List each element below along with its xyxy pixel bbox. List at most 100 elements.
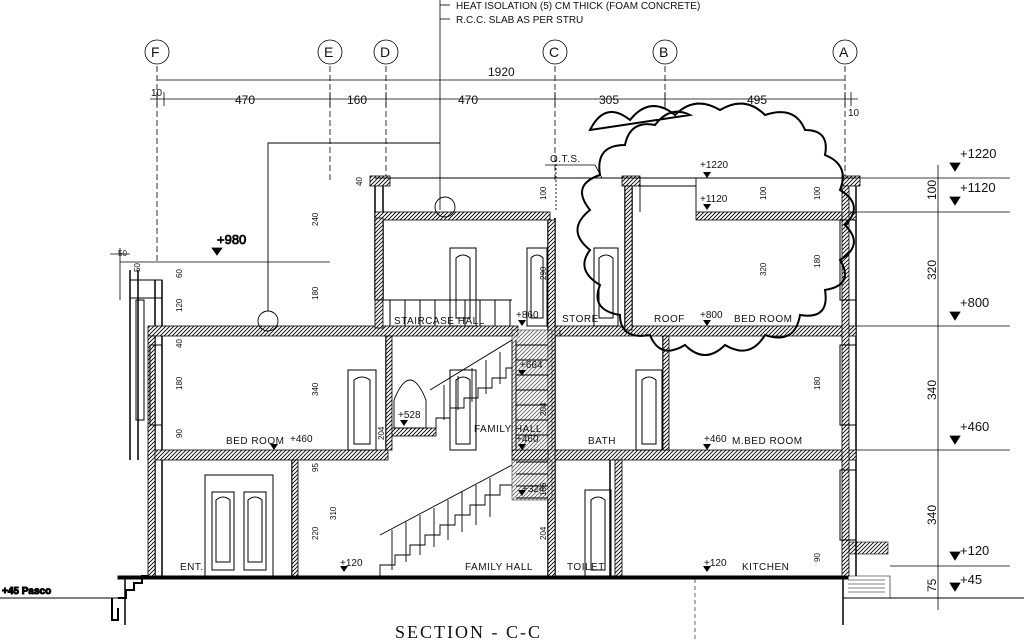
idim-90: 90 <box>813 553 822 562</box>
stair-lower <box>379 464 513 576</box>
right-level-markers <box>856 162 1010 610</box>
ldim-7: 90 <box>175 429 184 438</box>
idim-136: 136 <box>539 482 548 496</box>
rdim-75: 75 <box>925 578 939 592</box>
grid-labels: F E D C B A <box>151 44 849 60</box>
ducts <box>257 142 697 336</box>
idim-100a: 100 <box>539 186 548 200</box>
ldim-5: 40 <box>175 339 184 348</box>
grid-label-f: F <box>151 44 160 60</box>
idim-310: 310 <box>329 506 338 520</box>
level-120: +120 <box>960 543 989 558</box>
slabs <box>147 175 861 577</box>
ground-level-label: +45 Pasco <box>2 586 51 597</box>
note-line-1: HEAT ISOLATION (5) CM THICK (FOAM CONCRE… <box>456 1 700 12</box>
top-dimension-lines <box>150 79 858 106</box>
dim-seg-2: 470 <box>235 93 255 107</box>
idim-180b: 180 <box>813 254 822 268</box>
note-line-2: R.C.C. SLAB AS PER STRU <box>456 15 583 26</box>
ilvl-860: +860 <box>516 310 539 321</box>
idim-320: 320 <box>759 262 768 276</box>
ilvl-120b: +120 <box>704 558 727 569</box>
ilvl-120a: +120 <box>340 558 363 569</box>
grid-label-c: C <box>549 44 559 60</box>
rdim-340b: 340 <box>925 505 939 525</box>
ilvl-460a: +460 <box>290 434 313 445</box>
room-roof: ROOF <box>654 314 685 325</box>
idim-40: 40 <box>355 177 364 186</box>
idim-204b: 204 <box>539 526 548 540</box>
rdim-340a: 340 <box>925 380 939 400</box>
ldim-6: 180 <box>175 376 184 390</box>
ilvl-1120: +1120 <box>700 194 728 205</box>
idim-100c: 100 <box>813 186 822 200</box>
room-kitchen: KITCHEN <box>742 562 789 573</box>
grid-label-b: B <box>659 44 668 60</box>
ilvl-528: +528 <box>398 410 421 421</box>
grid-label-e: E <box>324 44 333 60</box>
ilvl-460b: +460 <box>516 434 539 445</box>
idim-180c: 180 <box>813 376 822 390</box>
dim-seg-5: 305 <box>599 93 619 107</box>
ldim-2: 50 <box>133 263 142 272</box>
right-level-text: +1220 +1120 +800 +460 +120 +45 <box>960 146 997 587</box>
section-title: SECTION - C-C <box>395 622 542 641</box>
room-ots: O.T.S. <box>550 154 581 165</box>
ldim-4: 120 <box>175 298 184 312</box>
level-45: +45 <box>960 572 982 587</box>
rdim-100: 100 <box>925 180 939 200</box>
level-800: +800 <box>960 295 989 310</box>
doors-windows <box>149 219 857 577</box>
room-family-hall-mid: FAMILY HALL <box>474 424 542 435</box>
dim-seg-4: 470 <box>458 93 478 107</box>
ldim-1: 50 <box>118 249 127 258</box>
idim-340: 340 <box>311 382 320 396</box>
ilvl-460c: +460 <box>704 434 727 445</box>
dim-seg-1: 10 <box>151 88 163 99</box>
idim-204a: 204 <box>539 402 548 416</box>
dim-seg-3: 160 <box>347 93 367 107</box>
room-toilet: TOILET <box>567 562 605 573</box>
room-labels: O.T.S. STAIRCASE HALL STORE ROOF BED ROO… <box>180 154 803 573</box>
level-1220: +1220 <box>960 146 997 161</box>
idim-204c: 204 <box>377 426 386 440</box>
room-ent: ENT. <box>180 562 204 573</box>
room-family-hall-ground: FAMILY HALL <box>465 562 533 573</box>
room-bed-upper: BED ROOM <box>734 314 792 325</box>
idim-240: 240 <box>311 212 320 226</box>
inner-dims: 240 180 340 310 220 95 100 100 100 320 1… <box>311 177 822 562</box>
dim-seg-6: 495 <box>747 93 767 107</box>
overall-dimension: 1920 <box>488 65 515 79</box>
idim-100b: 100 <box>759 186 768 200</box>
idim-290: 290 <box>539 266 548 280</box>
idim-180: 180 <box>311 286 320 300</box>
ilvl-800: +800 <box>700 310 723 321</box>
rdim-320: 320 <box>925 260 939 280</box>
room-bath: BATH <box>588 436 616 447</box>
ldim-3: 60 <box>175 269 184 278</box>
room-staircase-hall: STAIRCASE HALL <box>394 316 485 327</box>
ilvl-664: +664 <box>520 360 543 371</box>
idim-95: 95 <box>311 463 320 472</box>
grid-label-a: A <box>839 44 849 60</box>
top-dimension-text: 1920 10 470 160 470 305 495 10 <box>151 65 860 119</box>
room-store: STORE <box>562 314 599 325</box>
right-dimension-text: 100 320 340 340 75 <box>925 180 939 592</box>
grid-label-d: D <box>380 44 390 60</box>
ilvl-1220: +1220 <box>700 160 729 171</box>
revision-cloud <box>576 102 855 356</box>
left-level-marker: +980 <box>110 232 330 300</box>
stair-middle <box>393 339 548 499</box>
idim-220: 220 <box>311 526 320 540</box>
level-1120: +1120 <box>960 180 996 195</box>
left-level-text: +980 <box>217 232 246 247</box>
grid-axes <box>144 39 858 262</box>
inner-level-markers: +1220 +1120 +860 +800 +664 +528 +460 +46… <box>270 160 729 572</box>
room-bed-left: BED ROOM <box>226 436 284 447</box>
left-small-dims: 50 50 60 120 40 180 90 <box>118 249 184 438</box>
level-460: +460 <box>960 419 989 434</box>
ilvl-324: +324 <box>522 484 545 495</box>
room-mbed: M.BED ROOM <box>732 436 803 447</box>
